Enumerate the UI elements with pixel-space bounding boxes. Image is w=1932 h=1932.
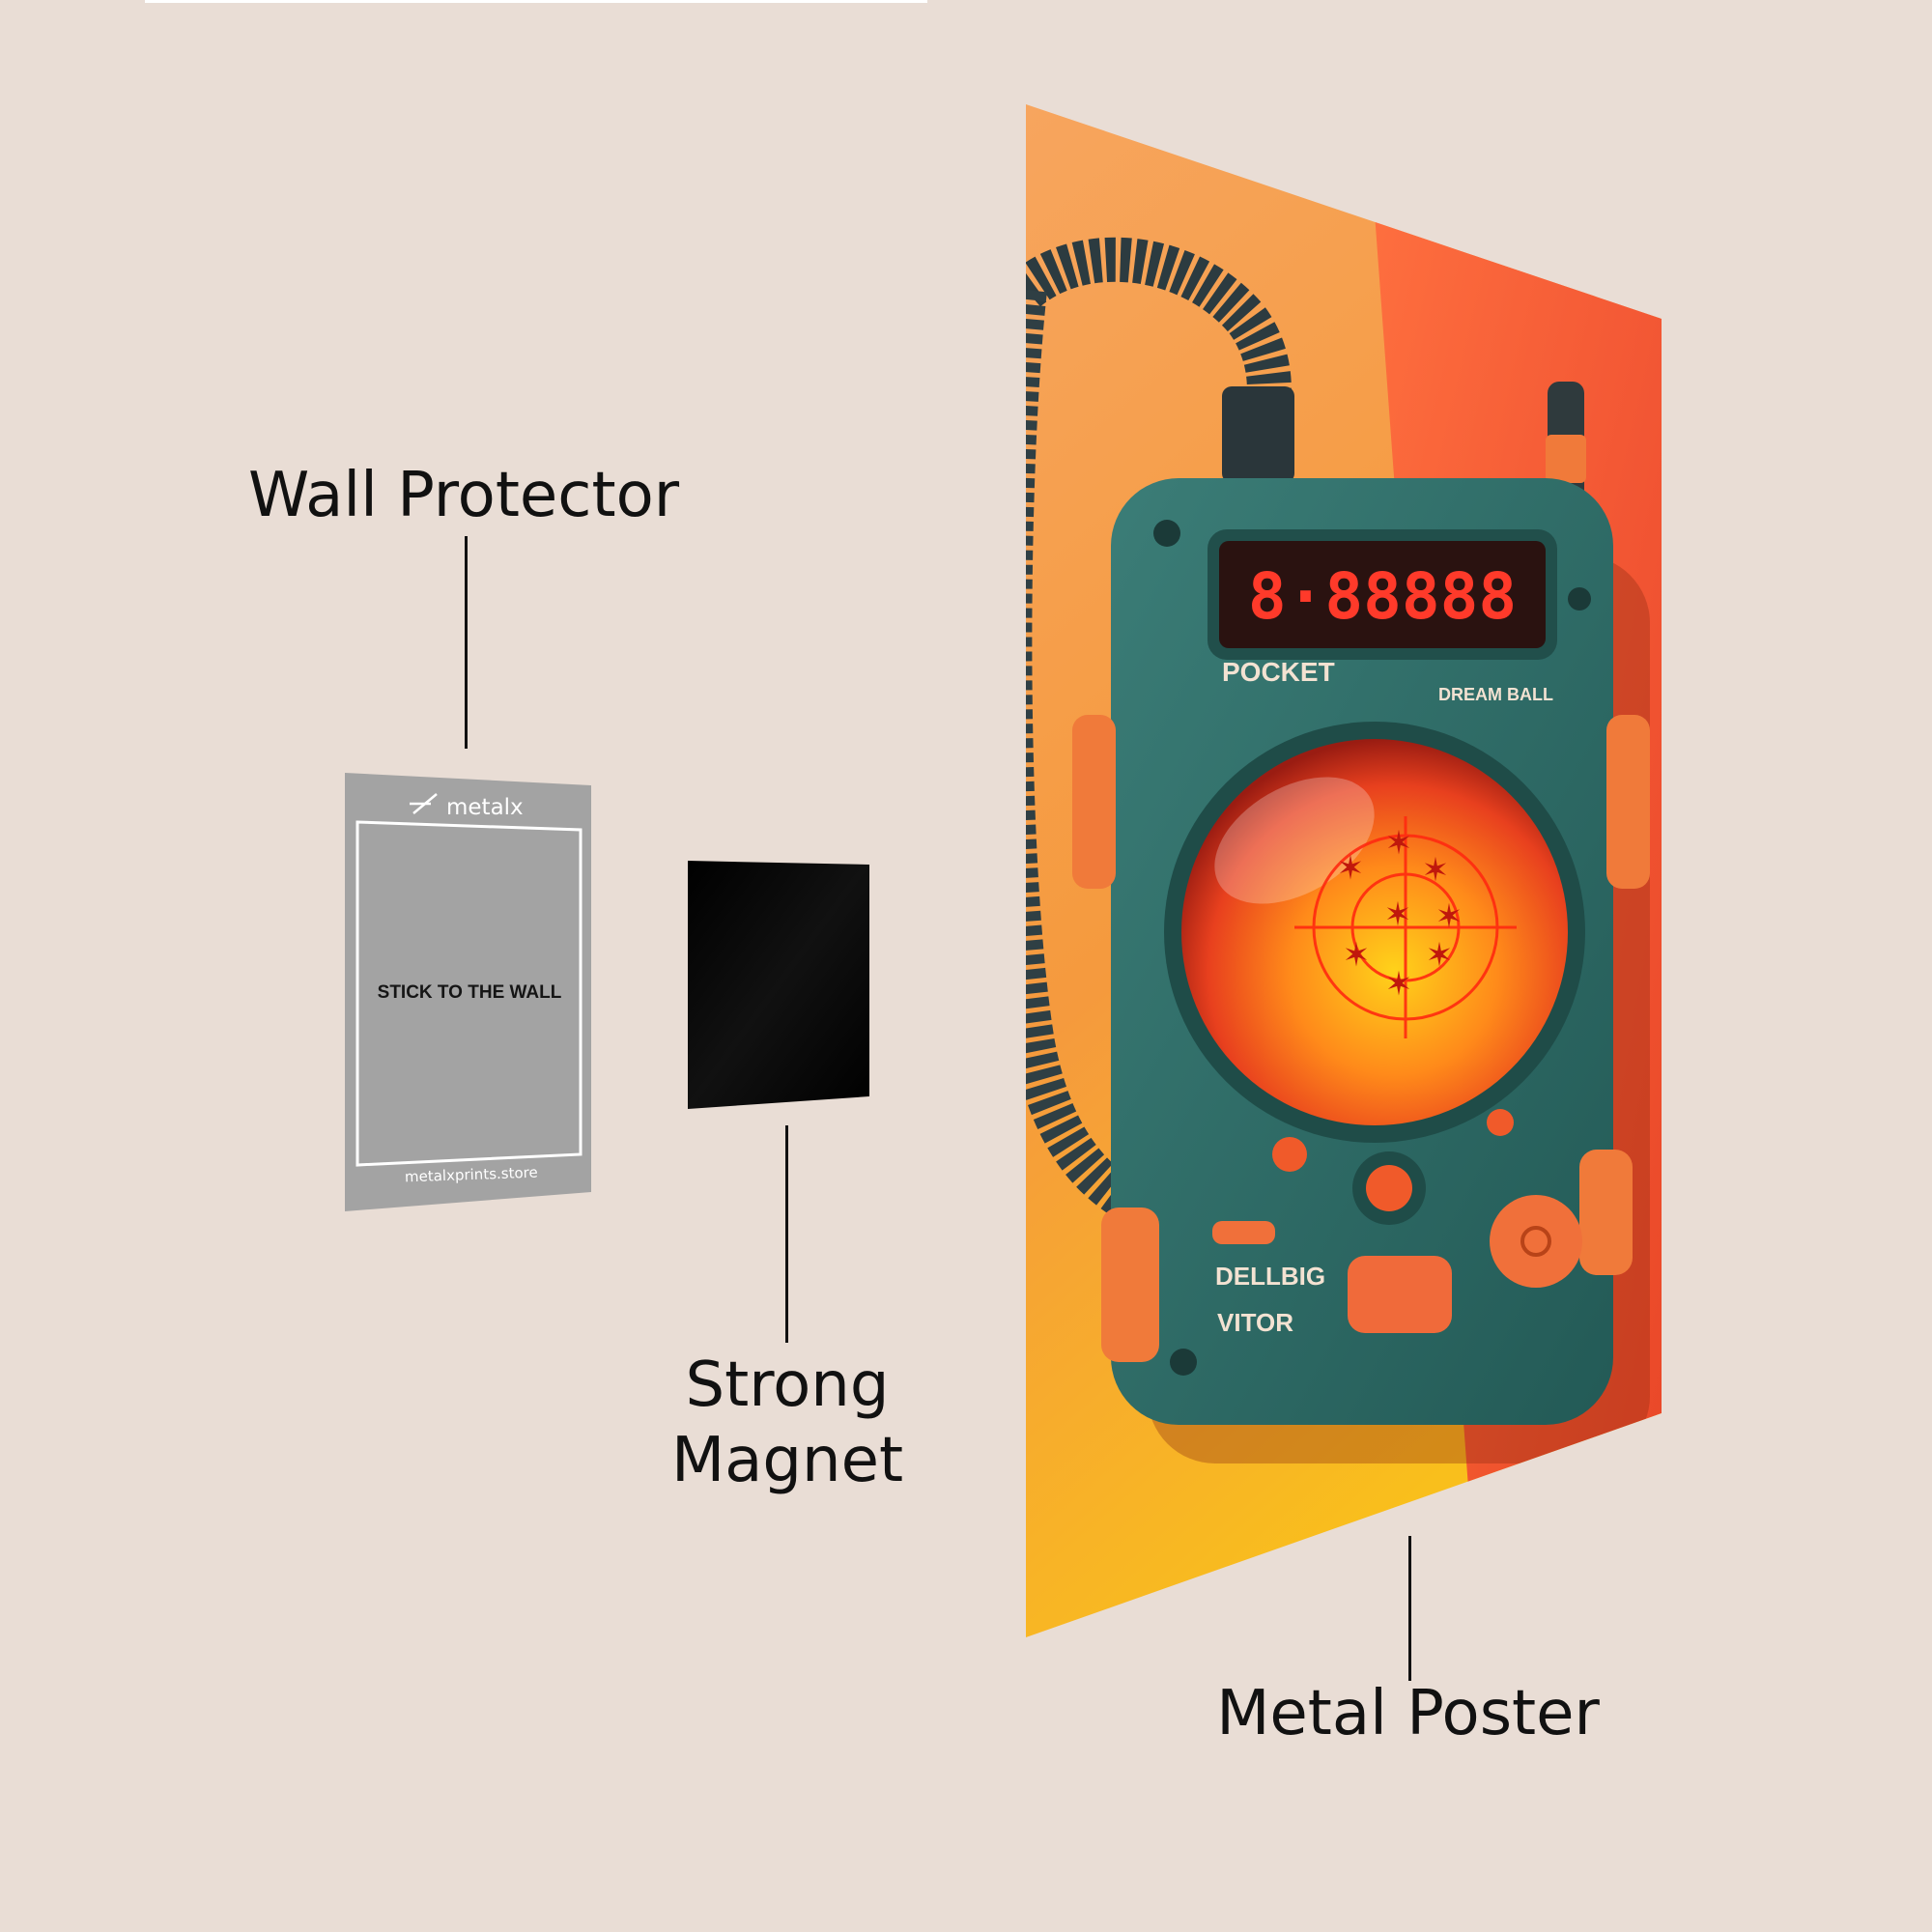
top-edge-strip bbox=[145, 0, 927, 3]
device-lower-text-1: DELLBIG bbox=[1215, 1262, 1325, 1291]
label-strong-magnet-line1: Strong bbox=[685, 1350, 890, 1421]
wall-protector: metalx STICK TO THE WALL metalxprints.st… bbox=[345, 773, 591, 1211]
leader-line-wall-protector bbox=[465, 536, 468, 749]
svg-text:✶: ✶ bbox=[1426, 936, 1454, 975]
svg-text:✶: ✶ bbox=[1385, 965, 1413, 1004]
leader-line-metal-poster bbox=[1408, 1536, 1411, 1681]
device-display: 8·88888 bbox=[1248, 559, 1517, 634]
label-wall-protector: Wall Protector bbox=[247, 460, 680, 531]
label-metal-poster: Metal Poster bbox=[1216, 1678, 1600, 1749]
protector-website: metalxprints.store bbox=[405, 1164, 538, 1186]
round-orange-button bbox=[1490, 1195, 1582, 1288]
label-strong-magnet-line2: Magnet bbox=[670, 1425, 904, 1496]
svg-text:✶: ✶ bbox=[1422, 851, 1450, 890]
svg-text:✶: ✶ bbox=[1435, 897, 1463, 936]
center-button bbox=[1366, 1165, 1412, 1211]
label-strong-magnet: Strong Magnet bbox=[638, 1348, 937, 1498]
protector-instruction: STICK TO THE WALL bbox=[378, 982, 562, 1003]
device-label-right: DREAM BALL bbox=[1438, 685, 1553, 704]
rect-orange-button bbox=[1348, 1256, 1452, 1333]
svg-text:✶: ✶ bbox=[1384, 895, 1412, 934]
svg-text:✶: ✶ bbox=[1343, 936, 1371, 975]
svg-text:✶: ✶ bbox=[1337, 849, 1365, 888]
protector-brand: metalx bbox=[446, 795, 524, 820]
metalx-logo-icon bbox=[410, 793, 438, 814]
metal-poster: 8·88888 POCKET DREAM BALL ✶ ✶ ✶ ✶ bbox=[1026, 104, 1662, 1637]
device-lower-text-2: VITOR bbox=[1217, 1308, 1293, 1337]
strong-magnet bbox=[688, 861, 869, 1109]
leader-line-strong-magnet bbox=[785, 1125, 788, 1343]
radar-device: 8·88888 POCKET DREAM BALL ✶ ✶ ✶ ✶ bbox=[1072, 478, 1650, 1425]
coiled-cable bbox=[1026, 237, 1294, 1227]
device-label-left: POCKET bbox=[1222, 657, 1335, 687]
radar-lens bbox=[1181, 739, 1568, 1125]
radar-target-icon bbox=[1294, 816, 1517, 1038]
svg-text:✶: ✶ bbox=[1385, 824, 1413, 863]
star-markers: ✶ ✶ ✶ ✶ ✶ ✶ ✶ ✶ bbox=[1337, 824, 1463, 1004]
